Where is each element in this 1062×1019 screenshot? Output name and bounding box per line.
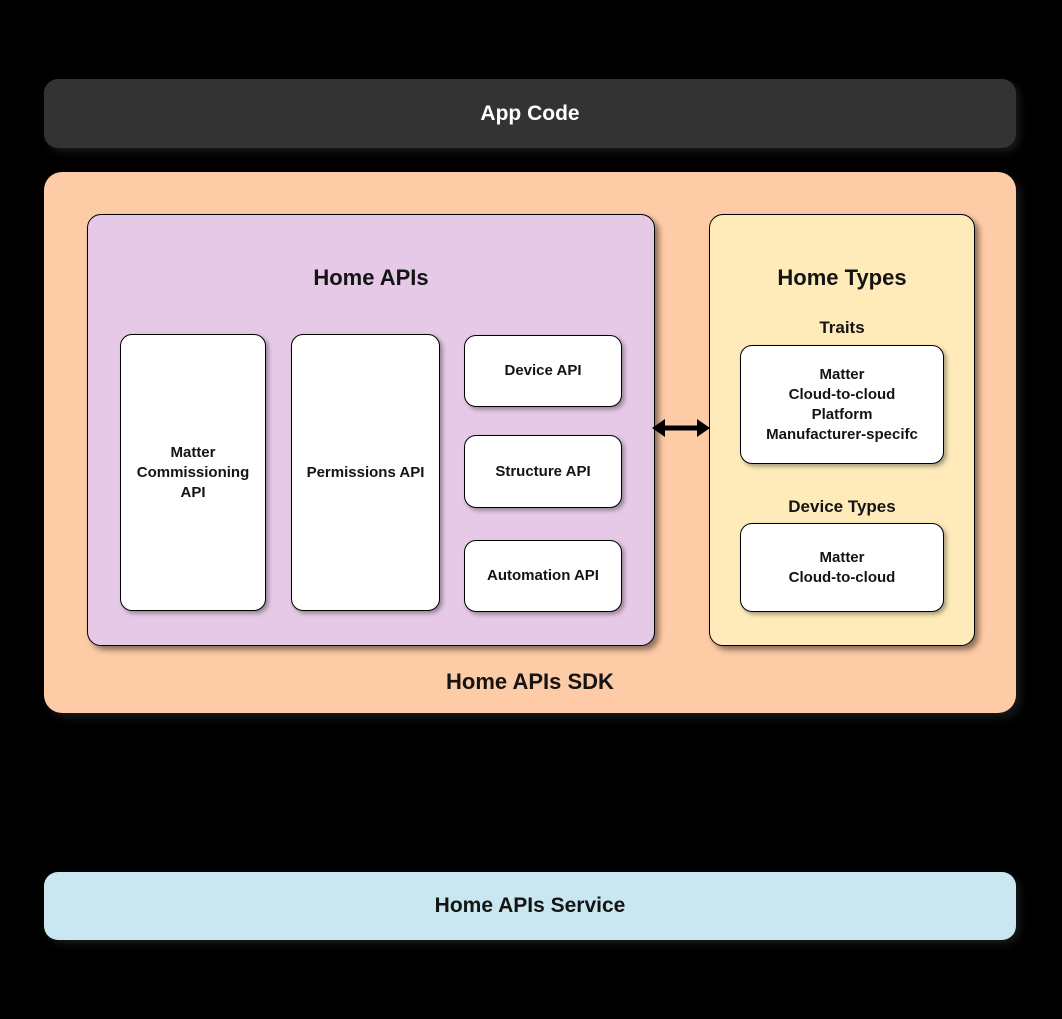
trait-item: Cloud-to-cloud <box>788 385 896 403</box>
home-apis-sdk-block: Home APIs Matter Commissioning API Permi… <box>44 172 1016 713</box>
home-apis-title: Home APIs <box>313 265 429 290</box>
device-type-item: Matter <box>819 548 865 566</box>
automation-api-card: Automation API <box>464 540 622 612</box>
home-apis-service-label: Home APIs Service <box>434 894 626 917</box>
traits-card: Matter Cloud-to-cloud Platform Manufactu… <box>740 345 944 464</box>
permissions-api-card: Permissions API <box>291 334 440 611</box>
permissions-api-label: Permissions API <box>306 463 425 481</box>
left-right-arrow-icon <box>652 419 710 437</box>
traits-section-label: Traits <box>819 318 865 337</box>
home-apis-panel: Home APIs Matter Commissioning API Permi… <box>87 214 655 646</box>
structure-api-card: Structure API <box>464 435 622 508</box>
structure-api-label: Structure API <box>495 462 591 480</box>
device-types-list: Matter Cloud-to-cloud <box>789 548 896 588</box>
trait-item: Manufacturer-specifc <box>766 425 918 443</box>
app-code-label: App Code <box>480 101 580 125</box>
device-api-card: Device API <box>464 335 622 407</box>
matter-commissioning-api-card: Matter Commissioning API <box>120 334 266 611</box>
device-api-label: Device API <box>504 362 582 379</box>
device-types-card: Matter Cloud-to-cloud <box>740 523 944 612</box>
home-types-panel: Home Types Traits Matter Cloud-to-cloud … <box>709 214 975 646</box>
trait-item: Matter <box>819 365 865 383</box>
traits-list: Matter Cloud-to-cloud Platform Manufactu… <box>766 365 918 445</box>
device-types-section-label: Device Types <box>788 497 896 516</box>
home-apis-service-block: Home APIs Service <box>44 872 1016 940</box>
home-apis-sdk-label: Home APIs SDK <box>446 669 614 694</box>
matter-commissioning-api-label: Matter Commissioning API <box>136 443 250 501</box>
trait-item: Platform <box>811 405 873 423</box>
automation-api-label: Automation API <box>487 567 599 584</box>
home-types-title: Home Types <box>777 265 907 290</box>
device-type-item: Cloud-to-cloud <box>788 568 896 586</box>
app-code-block: App Code <box>44 79 1016 148</box>
